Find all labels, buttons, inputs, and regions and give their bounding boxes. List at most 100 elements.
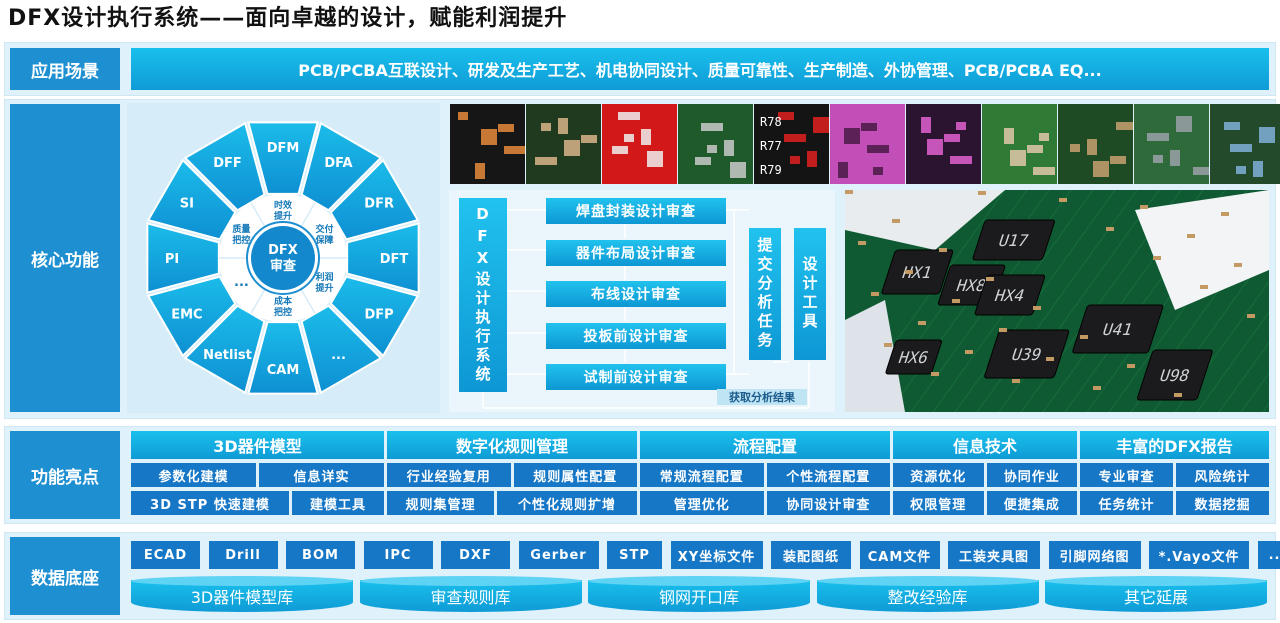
chip-label: U41	[1100, 320, 1135, 339]
wheel-outer-label: DFR	[364, 197, 394, 212]
wheel-outer-label: CAM	[267, 363, 300, 378]
dfx-system-box: DFX设计执行系统	[459, 198, 507, 392]
wheel-outer-label: EMC	[171, 308, 202, 323]
data-library-label: 3D器件模型库	[190, 588, 294, 607]
highlight-item: 常规流程配置	[640, 463, 764, 487]
chip-label: U98	[1157, 366, 1192, 385]
highlight-item: 建模工具	[292, 491, 384, 515]
wheel-outer-segment	[146, 222, 220, 294]
pcb-thumbnail	[526, 104, 601, 184]
data-library-label: 审查规则库	[430, 588, 511, 607]
wheel-center-label: DFX	[268, 243, 298, 258]
scenario-label: 应用场景	[10, 48, 120, 90]
thumbnail-label: R79	[760, 163, 782, 177]
data-format-chip: 工装夹具图	[948, 541, 1040, 569]
chip-label: HX6	[896, 348, 931, 367]
highlight-item: 行业经验复用	[387, 463, 511, 487]
chip-label: HX4	[992, 286, 1027, 305]
dfx-wheel: DFMDFADFRDFTDFP...CAMNetlistEMCPISIDFF质量…	[146, 121, 420, 395]
wheel-outer-label: DFF	[213, 156, 242, 171]
data-library-label: 整改经验库	[887, 588, 968, 607]
data-library: 3D器件模型库	[131, 576, 353, 612]
wheel-center	[251, 226, 315, 290]
wheel-inner-label: 时效提升	[274, 199, 293, 222]
page-title: DFX设计执行系统——面向卓越的设计，赋能利润提升	[8, 6, 568, 31]
chip-label: HX8	[954, 276, 989, 295]
highlight-item: 参数化建模	[131, 463, 256, 487]
scenario-text: PCB/PCBA互联设计、研发及生产工艺、机电协同设计、质量可靠性、生产制造、外…	[131, 48, 1269, 90]
wheel-outer-segment	[329, 158, 420, 241]
highlight-item: 管理优化	[640, 491, 764, 515]
highlight-item: 规则集管理	[387, 491, 494, 515]
highlight-item: 规则属性配置	[513, 463, 637, 487]
wheel-inner-label: 成本把控	[274, 295, 293, 318]
data-format-chip: 引脚网络图	[1048, 541, 1141, 569]
chip-label: U17	[996, 231, 1031, 250]
flow-step-3: 布线设计审查	[546, 281, 726, 307]
data-format-chip: STP	[607, 541, 662, 569]
wheel-outer-segment	[329, 275, 420, 358]
highlight-item: 资源优化	[893, 463, 984, 487]
highlight-group-title: 数字化规则管理	[387, 431, 637, 459]
flow-step-5: 试制前设计审查	[546, 364, 726, 390]
data-library: 审查规则库	[359, 576, 582, 612]
highlight-item: 个性化规则扩增	[497, 491, 637, 515]
data-format-chip: Gerber	[518, 541, 599, 569]
wheel-outer-label: DFA	[324, 156, 352, 171]
wheel-inner-label: 质量把控	[232, 223, 250, 246]
wheel-outer-label: Netlist	[203, 348, 252, 363]
core-label: 核心功能	[10, 104, 120, 412]
highlight-item: 权限管理	[893, 491, 984, 515]
highlight-group-title: 信息技术	[893, 431, 1077, 459]
data-library: 整改经验库	[816, 576, 1039, 612]
highlight-group-title: 流程配置	[640, 431, 890, 459]
flow-step-1: 焊盘封装设计审查	[546, 198, 726, 224]
wheel-outer-label: ...	[331, 348, 346, 363]
thumbnail-label: R77	[760, 139, 782, 153]
data-format-chip: Drill	[208, 541, 278, 569]
data-library: 其它延展	[1045, 576, 1267, 612]
highlight-item: 3D STP 快速建模	[131, 491, 289, 515]
data-format-chip: BOM	[286, 541, 355, 569]
data-format-chip: IPC	[363, 541, 433, 569]
data-format-chip: XY坐标文件	[670, 541, 763, 569]
review-flow-panel: DFX设计执行系统 焊盘封装设计审查器件布局设计审查布线设计审查投板前设计审查试…	[449, 190, 835, 412]
wheel-outer-segment	[146, 275, 237, 358]
highlight-item: 便捷集成	[986, 491, 1077, 515]
data-library-label: 钢网开口库	[658, 588, 739, 607]
wheel-center-label: 审查	[270, 258, 297, 274]
wheel-outer-segment	[247, 321, 319, 395]
data-format-chip: *.Vayo文件	[1149, 541, 1249, 569]
wheel-outer-segment	[300, 121, 383, 212]
data-format-chip: ECAD	[131, 541, 200, 569]
result-label: 获取分析结果	[717, 389, 807, 405]
wheel-inner-label: ...	[234, 275, 249, 290]
pcb-thumbnail	[830, 104, 905, 184]
wheel-outer-segment	[146, 158, 237, 241]
wheel-outer-segment	[346, 222, 420, 294]
pcb-thumbnail	[602, 104, 677, 184]
wheel-outer-label: DFT	[380, 252, 409, 267]
pcb-thumbnail	[1058, 104, 1133, 184]
pcb-thumbnail	[1210, 104, 1280, 184]
highlight-item: 协同设计审查	[766, 491, 890, 515]
submit-task-box: 提交分析任务	[749, 228, 781, 360]
wheel-inner-label: 交付保障	[315, 223, 334, 246]
data-format-chip: 装配图纸	[771, 541, 851, 569]
wheel-outer-label: DFM	[267, 141, 300, 156]
data-format-chip: CAM文件	[859, 541, 940, 569]
design-tool-box: 设计工具	[794, 228, 826, 360]
wheel-outer-label: DFP	[365, 308, 394, 323]
chip-label: HX1	[900, 263, 935, 282]
pcb-thumbnail	[906, 104, 981, 184]
data-label: 数据底座	[10, 537, 120, 615]
pcb-thumbnail	[1134, 104, 1209, 184]
wheel-inner-label: 利润提升	[315, 271, 334, 294]
flow-step-2: 器件布局设计审查	[546, 239, 726, 266]
wheel-outer-segment	[300, 304, 383, 395]
highlight-item: 个性流程配置	[766, 463, 890, 487]
